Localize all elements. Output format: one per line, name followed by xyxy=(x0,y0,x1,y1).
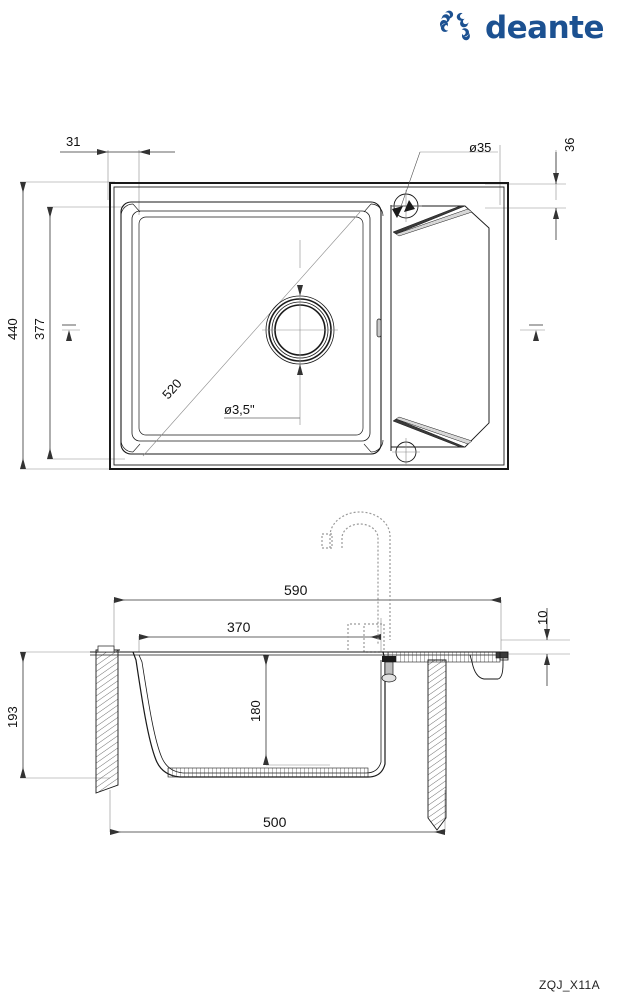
top-view-side-ticks xyxy=(62,324,543,341)
tap-hole-bottom-centerlines xyxy=(392,438,420,466)
overflow-slot xyxy=(376,318,382,338)
deante-petal-mark-icon xyxy=(433,8,477,49)
dim-10-label: 10 xyxy=(535,611,550,625)
dim-180-label: 180 xyxy=(248,700,263,722)
dim-370-label: 370 xyxy=(227,619,251,635)
dim-36-line xyxy=(553,152,559,240)
left-mounting-bracket xyxy=(95,645,120,794)
rim-end-cap xyxy=(499,651,509,661)
dim-31-line xyxy=(60,149,175,155)
dim-drain-label: ø3,5" xyxy=(224,402,255,417)
dim-o35-label: ø35 xyxy=(469,140,491,155)
dim-36-label: 36 xyxy=(562,138,577,152)
front-section-view: 590 370 10 193 180 500 xyxy=(5,511,570,835)
top-view: 31 ø35 36 440 377 520 ø3,5" xyxy=(5,134,577,470)
cabinet-wall-section xyxy=(427,659,447,831)
dim-377-label: 377 xyxy=(32,318,47,340)
bowl-bottom-ribs xyxy=(167,767,369,778)
dim-590-label: 590 xyxy=(284,582,308,598)
tap-hole-top-centerlines xyxy=(390,190,422,222)
dim-o35-leader xyxy=(392,151,421,218)
dim-193-label: 193 xyxy=(5,706,20,728)
drain-assembly-section xyxy=(381,656,397,683)
sink-bowl xyxy=(120,201,384,455)
dim-520-label: 520 xyxy=(159,376,185,402)
drain-dim-arrows xyxy=(297,285,303,375)
sink-outline xyxy=(109,182,509,470)
dim-31-label: 31 xyxy=(66,134,80,149)
drainboard xyxy=(390,205,490,451)
dim-520-line xyxy=(142,211,361,457)
brand-name: deante xyxy=(484,10,605,46)
dim-440-label: 440 xyxy=(5,318,20,340)
faucet-reference-outline xyxy=(321,511,391,653)
drain-centerlines xyxy=(262,292,338,368)
product-code: ZQJ_X11A xyxy=(538,978,600,992)
brand-logo: deante xyxy=(433,8,605,49)
dim-10-line xyxy=(544,608,550,686)
bowl-section-profile xyxy=(132,651,386,778)
dim-500-label: 500 xyxy=(263,814,287,830)
top-view-witness-lines xyxy=(20,145,566,470)
